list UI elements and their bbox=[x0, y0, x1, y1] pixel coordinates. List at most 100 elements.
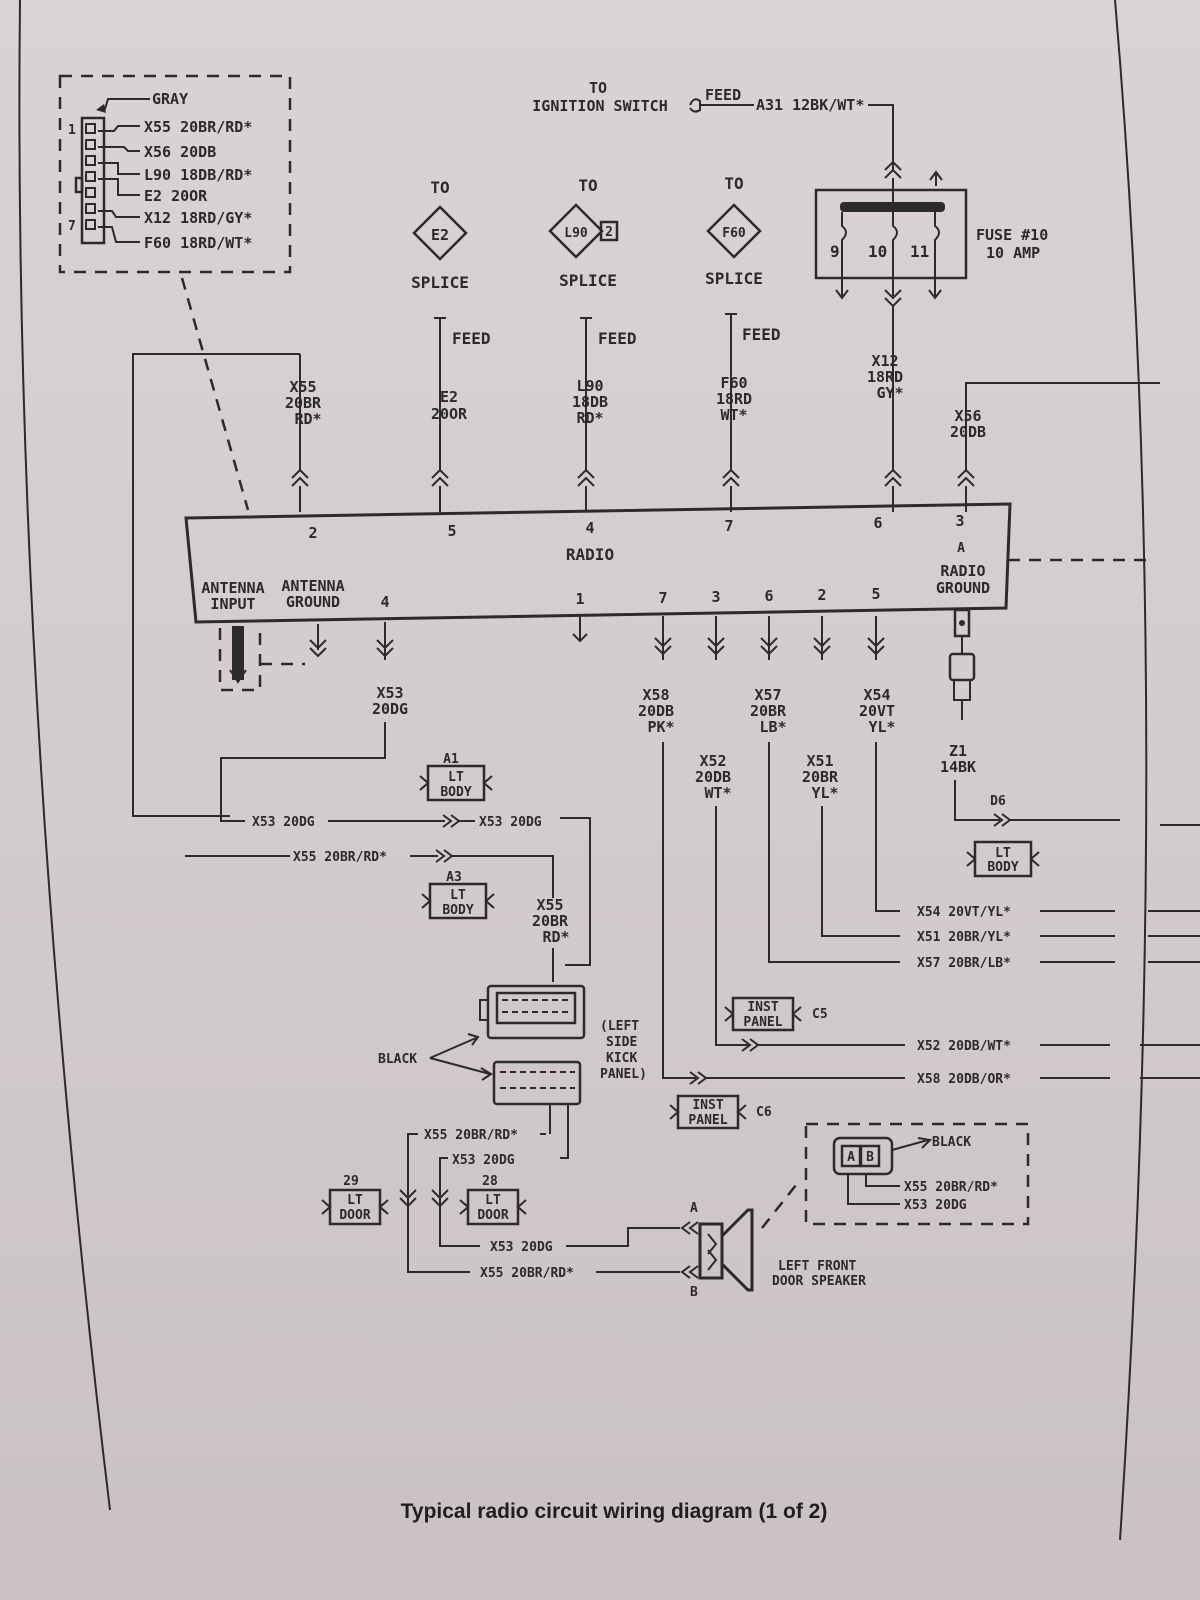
speaker-pin-a: A bbox=[690, 1201, 698, 1216]
antenna-ground-line1: ANTENNA bbox=[281, 577, 344, 595]
wire-x52-line2: 20DB bbox=[695, 768, 731, 786]
panel-door29-line1: LT bbox=[347, 1193, 363, 1208]
panel-a1-line1: LT bbox=[448, 770, 464, 785]
black-connectors: BLACK (LEFT SIDE KICK PANEL) bbox=[378, 984, 647, 1106]
wire-x55-line3: RD* bbox=[294, 410, 321, 428]
wire-d6: D6 bbox=[990, 794, 1006, 809]
panel-door28-id: 28 bbox=[482, 1174, 498, 1189]
wire-f60-line1: F60 bbox=[720, 374, 747, 392]
fuse-amp-label: 10 AMP bbox=[986, 244, 1040, 262]
splice-l90: TO L90 2 SPLICE FEED L90 18DB RD* bbox=[548, 176, 637, 470]
ignition-feed: TO IGNITION SWITCH FEED A31 12BK/WT* bbox=[532, 79, 902, 179]
pin1-stub bbox=[572, 616, 588, 643]
bottom-chevrons bbox=[376, 616, 885, 660]
radio-top-pin-2: 2 bbox=[308, 524, 317, 542]
wire-x57-line2: 20BR bbox=[750, 702, 787, 720]
black-label: BLACK bbox=[378, 1052, 417, 1067]
inset-wire-f60: F60 18RD/WT* bbox=[144, 234, 252, 252]
wire-x53-line1: X53 bbox=[376, 684, 403, 702]
panel-door28-line2: DOOR bbox=[477, 1208, 508, 1223]
panel-a1-line2: BODY bbox=[440, 785, 471, 800]
inset-wire-x55: X55 20BR/RD* bbox=[144, 118, 252, 136]
panel-a1: A1 LT BODY bbox=[419, 752, 493, 802]
speaker-inset-border bbox=[804, 1122, 1030, 1226]
wire-x54-line1: X54 bbox=[863, 686, 890, 704]
inset-leader-line bbox=[180, 277, 250, 511]
door-x53-b: X53 20DG bbox=[490, 1240, 553, 1255]
inset-connector-view: GRAY 1 7 X55 20BR/RD* X56 20DB L90 18DB/… bbox=[58, 74, 292, 511]
splice-e2-feed: FEED bbox=[452, 329, 491, 348]
radio-top-pin-5: 5 bbox=[447, 522, 456, 540]
inset-wire-l90: L90 18DB/RD* bbox=[144, 166, 252, 184]
speaker-plug bbox=[832, 1136, 894, 1176]
splice-e2-label: SPLICE bbox=[411, 273, 469, 292]
panel-c5-id: C5 bbox=[812, 1007, 828, 1022]
radio-connector-a: A bbox=[957, 541, 965, 556]
fuse-10-box bbox=[814, 188, 968, 280]
wire-x54-line2: 20VT bbox=[859, 702, 895, 720]
fuse-pin-10: 10 bbox=[868, 242, 887, 261]
wire-z1-line2: 14BK bbox=[940, 758, 976, 776]
panel-a1-id: A1 bbox=[443, 752, 459, 767]
radio-bottom-pin-1: 1 bbox=[575, 590, 584, 608]
out-x51: X51 20BR/YL* bbox=[917, 930, 1011, 945]
radio-top-pin-7: 7 bbox=[724, 517, 733, 535]
wire-x58-line2: 20DB bbox=[638, 702, 674, 720]
wire-z1-line1: Z1 bbox=[949, 742, 967, 760]
speaker-cone bbox=[720, 1208, 754, 1292]
door-x55-b: X55 20BR/RD* bbox=[480, 1266, 574, 1281]
bottom-wire-labels: X53 20DG X58 20DB PK* X57 20BR LB* X54 2… bbox=[372, 684, 896, 802]
panel-door28-line1: LT bbox=[485, 1193, 501, 1208]
left-harness: X53 20DG X53 20DG X55 20BR/RD* X55 20BR … bbox=[185, 722, 591, 982]
splice-e2-code: E2 bbox=[431, 226, 449, 244]
panel-a3-line1: LT bbox=[450, 888, 466, 903]
wire-x58-line1: X58 bbox=[642, 686, 669, 704]
page-edge-right bbox=[1114, 0, 1148, 1541]
radio-top-pin-4: 4 bbox=[585, 519, 594, 537]
inset-wire-x12: X12 18RD/GY* bbox=[144, 209, 252, 227]
speaker-wire-x55: X55 20BR/RD* bbox=[904, 1180, 998, 1195]
kick-panel-line1: (LEFT bbox=[600, 1019, 639, 1034]
panel-c6-line1: INST bbox=[692, 1098, 723, 1113]
radio-top-pin-3: 3 bbox=[955, 512, 964, 530]
wire-e2-line2: 20OR bbox=[431, 405, 468, 423]
left-front-door-speaker: A B LEFT FRONT DOOR SPEAKER bbox=[680, 1179, 866, 1300]
radio-ground-terminal: Z1 14BK D6 bbox=[940, 608, 1200, 827]
out-x52: X52 20DB/WT* bbox=[917, 1039, 1011, 1054]
speaker-wire-x53: X53 20DG bbox=[904, 1198, 967, 1213]
door-wiring: X55 20BR/RD* X53 20DG X53 20DG X55 20BR/… bbox=[399, 1104, 680, 1281]
ground-body-line1: LT bbox=[995, 846, 1011, 861]
wire-f60-line3: WT* bbox=[720, 406, 747, 424]
panel-door29-id: 29 bbox=[343, 1174, 359, 1189]
x53-right-label: X53 20DG bbox=[479, 815, 542, 830]
wire-x51-line1: X51 bbox=[806, 752, 833, 770]
splice-f60-label: SPLICE bbox=[705, 269, 763, 288]
ground-lt-body: LT BODY bbox=[966, 840, 1040, 878]
panel-a3: A3 LT BODY bbox=[421, 870, 495, 920]
top-wires: X55 20BR RD* X12 18RD GY* X56 20DB bbox=[132, 352, 1160, 817]
panel-a3-id: A3 bbox=[446, 870, 462, 885]
wire-l90-line3: RD* bbox=[576, 409, 603, 427]
panel-c6-line2: PANEL bbox=[688, 1113, 727, 1128]
wire-e2-line1: E2 bbox=[440, 388, 458, 406]
fuse-pin-9: 9 bbox=[830, 242, 840, 261]
wire-x56-line1: X56 bbox=[954, 407, 981, 425]
antenna-input-line2: INPUT bbox=[210, 595, 255, 613]
wire-x57-line3: LB* bbox=[759, 718, 786, 736]
wire-x51-line2: 20BR bbox=[802, 768, 839, 786]
ignition-switch-label: IGNITION SWITCH bbox=[532, 97, 667, 115]
splice-l90-to: TO bbox=[578, 176, 597, 195]
ignition-wire-a31: A31 12BK/WT* bbox=[756, 96, 864, 114]
wire-x12-line1: X12 bbox=[871, 352, 898, 370]
panel-door29-line2: DOOR bbox=[339, 1208, 370, 1223]
connector-latch bbox=[74, 176, 84, 194]
speaker-plug-a: A bbox=[847, 1150, 855, 1165]
wire-x51-line3: YL* bbox=[811, 784, 838, 802]
wire-f60-line2: 18RD bbox=[716, 390, 752, 408]
wire-l90-line1: L90 bbox=[576, 377, 603, 395]
out-x57: X57 20BR/LB* bbox=[917, 956, 1011, 971]
inset-pin-1: 1 bbox=[68, 123, 76, 138]
inset-wire-e2: E2 20OR bbox=[144, 187, 208, 205]
radio-name: RADIO bbox=[566, 545, 614, 564]
